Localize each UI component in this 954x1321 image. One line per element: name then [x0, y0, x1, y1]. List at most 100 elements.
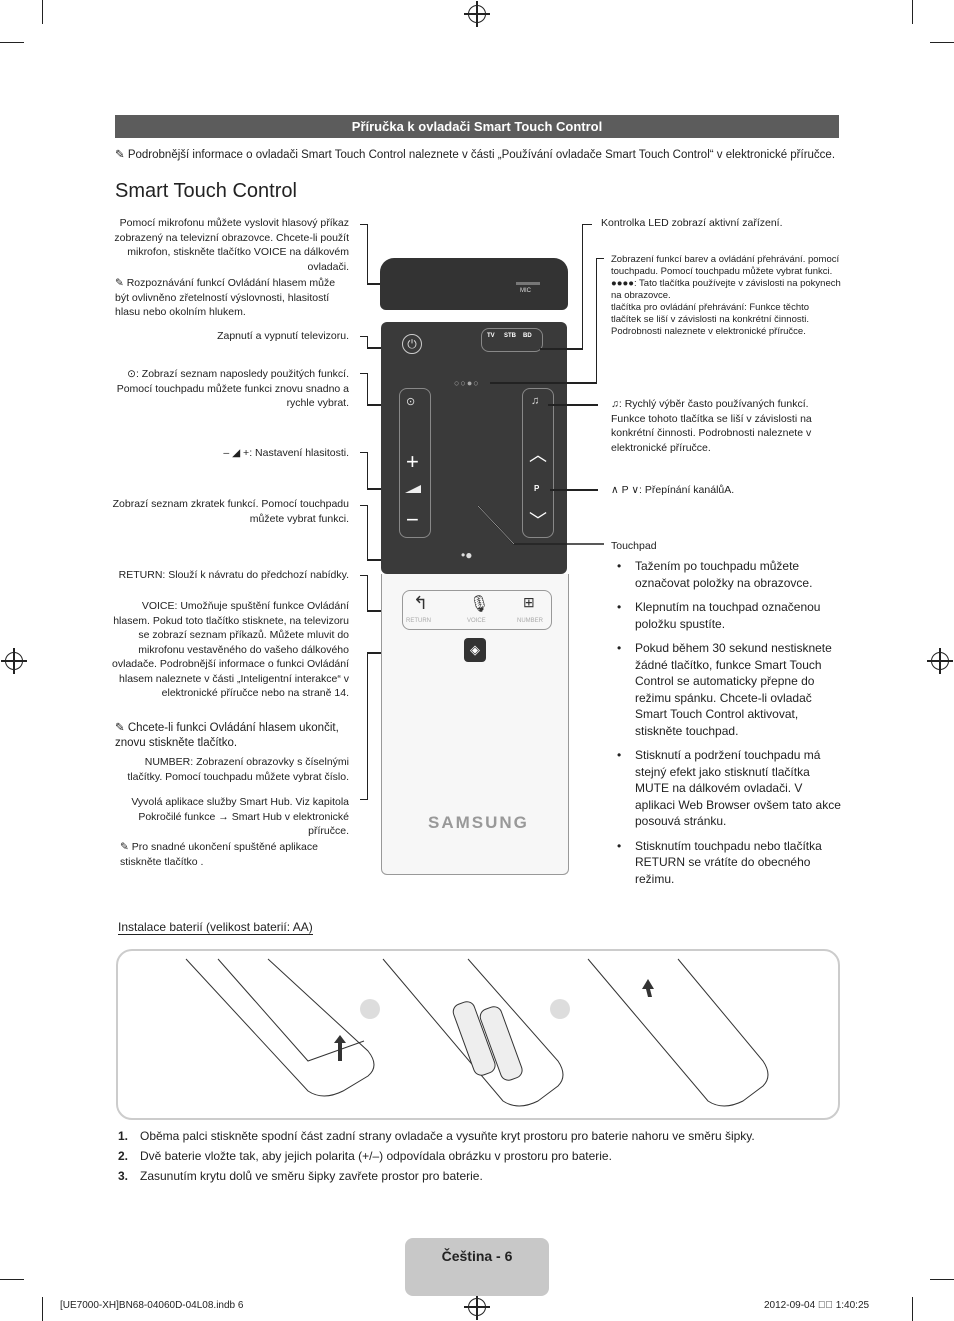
crop-mark [912, 0, 913, 24]
battery-diagram [185, 958, 769, 1107]
return-button-icon[interactable]: ↰ [413, 593, 429, 613]
label-channel: ∧ P ∨: Přepínání kanálůA. [611, 484, 735, 496]
leader-line [360, 505, 368, 506]
volume-down-button[interactable]: − [406, 507, 419, 532]
label-voice: VOICE: Umožňuje spuštění funkce Ovládání… [112, 600, 349, 699]
channel-up-button[interactable]: ︿ [529, 445, 547, 465]
number-button-icon[interactable]: ⊞ [523, 594, 535, 610]
quick-button-icon[interactable]: ♫ [531, 395, 540, 407]
list-item: Pokud během 30 sekund nestisknete žádné … [611, 640, 841, 739]
source-tv[interactable]: TV [487, 333, 495, 339]
leader-line [540, 348, 583, 350]
label-led: Kontrolka LED zobrazí aktivní zařízení. [601, 217, 783, 229]
color-dots-icon: ●●●● [611, 278, 634, 289]
power-button[interactable]: ⏻ [402, 334, 422, 354]
page-title: Smart Touch Control [115, 180, 297, 202]
label-mic: Pomocí mikrofonu můžete vyslovit hlasový… [114, 217, 349, 273]
leader-line [360, 799, 368, 800]
source-stb[interactable]: STB [504, 333, 516, 339]
crop-mark [0, 1279, 24, 1280]
registration-mark-icon [927, 648, 953, 674]
intro-note: ✎ Podrobnější informace o ovladači Smart… [115, 149, 836, 161]
note-icon: ✎ [120, 841, 132, 853]
label-recent: ⊙: Zobrazí seznam naposledy použitých fu… [116, 368, 349, 409]
leader-line [548, 404, 598, 406]
leader-line [490, 382, 597, 384]
list-item: Stisknutí a podržení touchpadu má stejný… [611, 747, 841, 830]
battery-title: Instalace baterií (velikost baterií: AA) [118, 920, 313, 935]
leader-line [596, 258, 604, 259]
leader-line [360, 224, 368, 225]
shortcuts-button-icon[interactable]: •● [461, 548, 473, 562]
list-item: Stisknutím touchpadu nebo tlačítka RETUR… [611, 838, 841, 888]
battery-steps: 1.Oběma palci stiskněte spodní část zadn… [118, 1129, 838, 1189]
crop-mark [42, 1297, 43, 1321]
leader-line [367, 373, 368, 405]
registration-mark-icon [464, 1294, 490, 1320]
list-item: Tažením po touchpadu můžete označovat po… [611, 558, 841, 591]
crop-mark [42, 0, 43, 24]
crop-mark [930, 1279, 954, 1280]
label-number: NUMBER: Zobrazení obrazovky s číselnými … [127, 756, 349, 783]
bottom-button-bar: ↰ RETURN 🎙 VOICE ⊞ NUMBER [402, 590, 552, 630]
label-return: RETURN: Slouží k návratu do předchozí na… [118, 569, 349, 581]
leader-line [360, 336, 368, 337]
brand-logo: SAMSUNG [428, 813, 529, 832]
recent-button-icon[interactable]: ⊙ [406, 396, 416, 408]
leader-line [582, 224, 592, 225]
leader-line [367, 575, 368, 611]
source-buttons: TV STB BD [481, 328, 543, 352]
recent-icon: ⊙ [127, 368, 136, 380]
remote-body: ⏻ TV STB BD ○○●○ ⊙ + − ♫ ︿ P ﹀ •● [381, 322, 567, 574]
footer-file: [UE7000-XH]BN68-04060D-04L08.indb 6 [60, 1300, 244, 1311]
mic-label: MIC [520, 288, 531, 294]
leader-line [367, 505, 368, 560]
note-icon: ✎ [115, 722, 128, 734]
battery-illustration [116, 949, 840, 1120]
note-icon: ✎ [115, 149, 128, 161]
crop-mark [930, 42, 954, 43]
touchpad-list: Tažením po touchpadu můžete označovat po… [611, 558, 841, 895]
leader-line [367, 452, 368, 489]
page-number: Čeština - 6 [441, 1248, 513, 1264]
channel-rocker: ♫ ︿ P ﹀ [522, 388, 554, 538]
registration-mark-icon [1, 648, 27, 674]
list-item: 2.Dvě baterie vložte tak, aby jejich pol… [118, 1149, 612, 1163]
touchpad-leader [477, 505, 604, 545]
leader-line [360, 575, 368, 576]
leader-line [367, 652, 368, 800]
color-buttons-icon[interactable]: ○○●○ [454, 378, 480, 388]
volume-level-icon [405, 485, 421, 493]
source-bd[interactable]: BD [523, 333, 532, 339]
label-quick: ♫: Rychlý výběr často používaných funkcí… [611, 398, 812, 454]
return-label: RETURN [406, 618, 431, 624]
registration-mark-icon [464, 1, 490, 27]
volume-up-button[interactable]: + [406, 449, 419, 474]
volume-rocker: ⊙ + − [399, 388, 431, 538]
note-icon: ✎ [115, 277, 127, 289]
remote-top: MIC [380, 258, 568, 310]
channel-down-button[interactable]: ﹀ [529, 511, 547, 531]
list-item: 3.Zasunutím krytu dolů ve směru šipky za… [118, 1169, 483, 1183]
section-header: Příručka k ovladači Smart Touch Control [115, 115, 839, 138]
crop-mark [912, 1297, 913, 1321]
voice-label: VOICE [467, 618, 486, 624]
leader-line [596, 258, 597, 383]
channel-label: P [534, 484, 540, 493]
label-smarthub-note: ✎ Pro snadné ukončení spuštěné aplikace … [120, 841, 318, 868]
leader-line [582, 224, 583, 349]
mic-slot [516, 282, 540, 285]
smarthub-button-icon[interactable]: ◈ [464, 638, 486, 662]
touchpad-title: Touchpad [611, 540, 657, 552]
leader-line [367, 336, 368, 348]
label-power: Zapnutí a vypnutí televizoru. [217, 330, 349, 342]
label-voice-note: ✎ Chcete-li funkci Ovládání hlasem ukonč… [115, 722, 339, 749]
leader-line [360, 452, 368, 453]
footer-date: 2012-09-04 󰀀󰀀 1:40:25 [764, 1300, 870, 1311]
label-smarthub: Vyvolá aplikace služby Smart Hub. Viz ka… [131, 796, 349, 837]
quick-icon: ♫ [611, 398, 619, 410]
crop-mark [0, 42, 24, 43]
page-number-tab: Čeština - 6 [405, 1238, 549, 1296]
voice-button-icon[interactable]: 🎙 [469, 596, 490, 613]
leader-line [367, 224, 368, 284]
